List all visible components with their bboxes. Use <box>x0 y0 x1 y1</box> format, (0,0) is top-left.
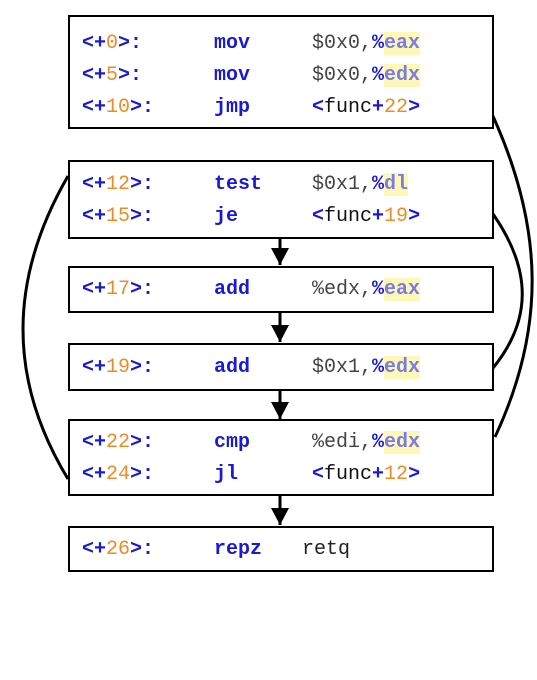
instruction-line: <+5>: mov $0x0,%edx <box>70 61 490 90</box>
offset-label: <+5>: <box>82 64 143 87</box>
jump-edge-je-to-19 <box>491 213 524 369</box>
mnemonic: cmp <box>214 431 251 454</box>
instruction-line: <+17>: add %edx,%eax <box>70 275 490 304</box>
operands: $0x0,%edx <box>312 64 421 87</box>
offset-label: <+0>: <box>82 32 143 55</box>
register-highlight: edx <box>384 431 421 454</box>
offset-label: <+24>: <box>82 463 155 486</box>
operands: $0x0,%eax <box>312 32 421 55</box>
mnemonic: add <box>214 278 251 301</box>
offset-label: <+17>: <box>82 278 155 301</box>
register-highlight: eax <box>384 278 421 301</box>
instruction-line: <+24>: jl <func+12> <box>70 460 490 489</box>
mnemonic: je <box>214 205 239 228</box>
basic-block-6: <+26>: repz retq <box>68 526 494 572</box>
instruction-line: <+0>: mov $0x0,%eax <box>70 29 490 58</box>
instruction-line: <+22>: cmp %edi,%edx <box>70 428 490 457</box>
mnemonic: test <box>214 173 263 196</box>
jump-edge-jl-to-12 <box>21 175 70 480</box>
operands: %edi,%edx <box>312 431 421 454</box>
basic-block-3: <+17>: add %edx,%eax <box>68 266 494 313</box>
mnemonic: repz <box>214 538 263 561</box>
operands: $0x1,%edx <box>312 356 421 379</box>
mnemonic: jl <box>214 463 239 486</box>
offset-label: <+10>: <box>82 96 155 119</box>
control-flow-graph: <+0>: mov $0x0,%eax <+5>: mov $0x0,%edx … <box>21 15 534 572</box>
register-highlight: dl <box>384 173 409 196</box>
instruction-line: <+10>: jmp <func+22> <box>70 93 490 122</box>
register-highlight: edx <box>384 64 421 87</box>
register-highlight: eax <box>384 32 421 55</box>
offset-label: <+12>: <box>82 173 155 196</box>
jump-target: <func+22> <box>312 96 421 119</box>
operands: retq <box>302 538 351 561</box>
mnemonic: mov <box>214 32 251 55</box>
mnemonic: jmp <box>214 96 251 119</box>
basic-block-5: <+22>: cmp %edi,%edx <+24>: jl <func+12> <box>68 419 494 496</box>
fallthrough-arrow-b4-b5 <box>271 390 289 419</box>
instruction-line: <+26>: repz retq <box>70 535 490 564</box>
jump-target: <func+12> <box>312 463 421 486</box>
offset-label: <+22>: <box>82 431 155 454</box>
register-highlight: edx <box>384 356 421 379</box>
jump-target: <func+19> <box>312 205 421 228</box>
edges-layer <box>21 113 534 525</box>
operands: $0x1,%dl <box>312 173 409 196</box>
offset-label: <+26>: <box>82 538 155 561</box>
offset-label: <+19>: <box>82 356 155 379</box>
fallthrough-arrow-b2-b3 <box>271 238 289 265</box>
jump-edge-jmp-to-22 <box>490 113 534 438</box>
mnemonic: add <box>214 356 251 379</box>
operands: %edx,%eax <box>312 278 421 301</box>
basic-block-4: <+19>: add $0x1,%edx <box>68 343 494 391</box>
mnemonic: mov <box>214 64 251 87</box>
instruction-line: <+19>: add $0x1,%edx <box>70 353 490 382</box>
offset-label: <+15>: <box>82 205 155 228</box>
instruction-line: <+15>: je <func+19> <box>70 202 490 231</box>
fallthrough-arrow-b3-b4 <box>271 312 289 342</box>
instruction-line: <+12>: test $0x1,%dl <box>70 170 490 199</box>
basic-block-2: <+12>: test $0x1,%dl <+15>: je <func+19> <box>68 160 494 239</box>
basic-block-1: <+0>: mov $0x0,%eax <+5>: mov $0x0,%edx … <box>68 15 494 129</box>
fallthrough-arrow-b5-b6 <box>271 494 289 525</box>
